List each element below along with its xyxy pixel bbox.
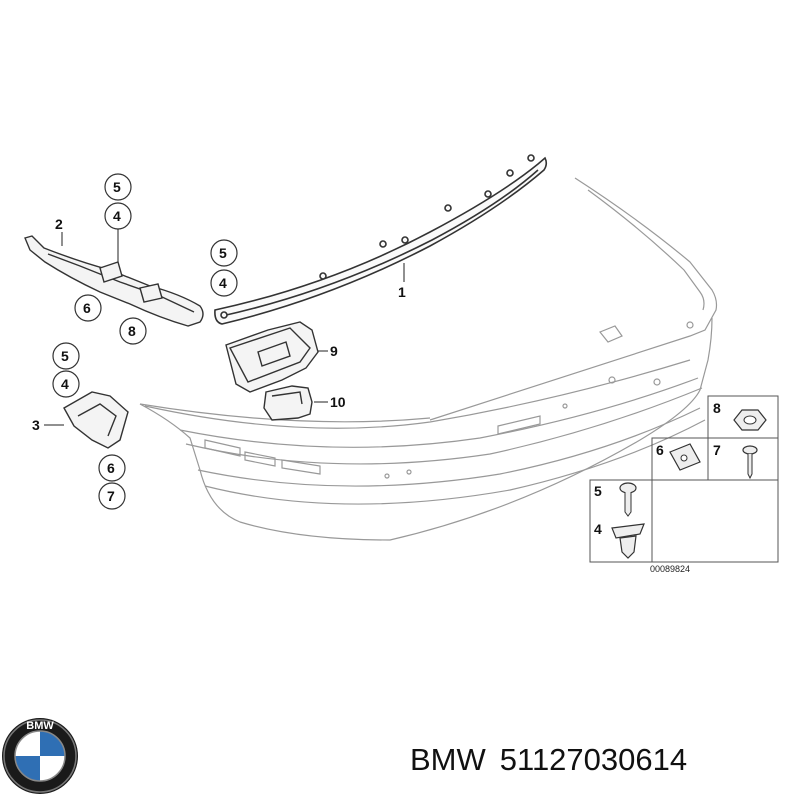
svg-text:8: 8: [128, 323, 136, 339]
legend-push-pin-item-5: 5: [594, 482, 637, 517]
callout-circle-left-low-6: 6: [98, 454, 126, 482]
svg-text:6: 6: [656, 442, 664, 458]
part-caption: BMW 51127030614: [410, 742, 701, 778]
svg-text:8: 8: [713, 400, 721, 416]
svg-text:6: 6: [107, 460, 115, 476]
callout-label-part-2: 2: [55, 216, 63, 232]
hardware-legend: [589, 395, 779, 563]
bmw-logo: BMW: [2, 718, 78, 794]
svg-text:4: 4: [594, 521, 602, 537]
callout-circle-center-4: 4: [210, 269, 238, 297]
svg-text:4: 4: [61, 376, 69, 392]
legend-screw-item-7: 7: [713, 442, 758, 480]
svg-text:7: 7: [713, 442, 721, 458]
callout-circle-left-top-4: 4: [104, 202, 132, 230]
legend-clip-nut-item-6: 6: [656, 442, 701, 471]
clip-part-10: [263, 385, 313, 421]
callout-circle-center-5: 5: [210, 239, 238, 267]
legend-expansion-clip-item-4: 4: [594, 521, 645, 559]
svg-text:6: 6: [83, 300, 91, 316]
svg-text:5: 5: [219, 245, 227, 261]
svg-text:5: 5: [61, 348, 69, 364]
logo-lettering: BMW: [26, 720, 54, 732]
svg-text:4: 4: [113, 208, 121, 224]
side-bracket-part-2: [24, 235, 204, 327]
svg-text:4: 4: [219, 275, 227, 291]
svg-text:5: 5: [594, 483, 602, 499]
callout-label-part-10: 10: [330, 394, 346, 410]
drawing-number: 00089824: [650, 564, 690, 574]
callout-label-part-1: 1: [398, 284, 406, 300]
svg-text:5: 5: [113, 179, 121, 195]
callout-label-part-9: 9: [330, 343, 338, 359]
caption-brand: BMW: [410, 742, 486, 777]
lower-bracket-part-3: [63, 391, 129, 449]
carrier-rail-part-1: [214, 154, 548, 325]
guide-block-part-9: [225, 321, 319, 393]
callout-circle-left-low-4: 4: [52, 370, 80, 398]
svg-text:7: 7: [107, 488, 115, 504]
callout-circle-left-mid-6: 6: [74, 294, 102, 322]
callout-circle-left-low-5: 5: [52, 342, 80, 370]
callout-circle-left-top-5: 5: [104, 173, 132, 201]
callout-label-part-3: 3: [32, 417, 40, 433]
callout-circle-left-mid-8: 8: [119, 317, 147, 345]
caption-part-number: 51127030614: [499, 742, 688, 777]
legend-nut-item-8: 8: [713, 400, 767, 431]
callout-circle-left-low-7: 7: [98, 482, 126, 510]
bumper-cover: [139, 177, 718, 541]
